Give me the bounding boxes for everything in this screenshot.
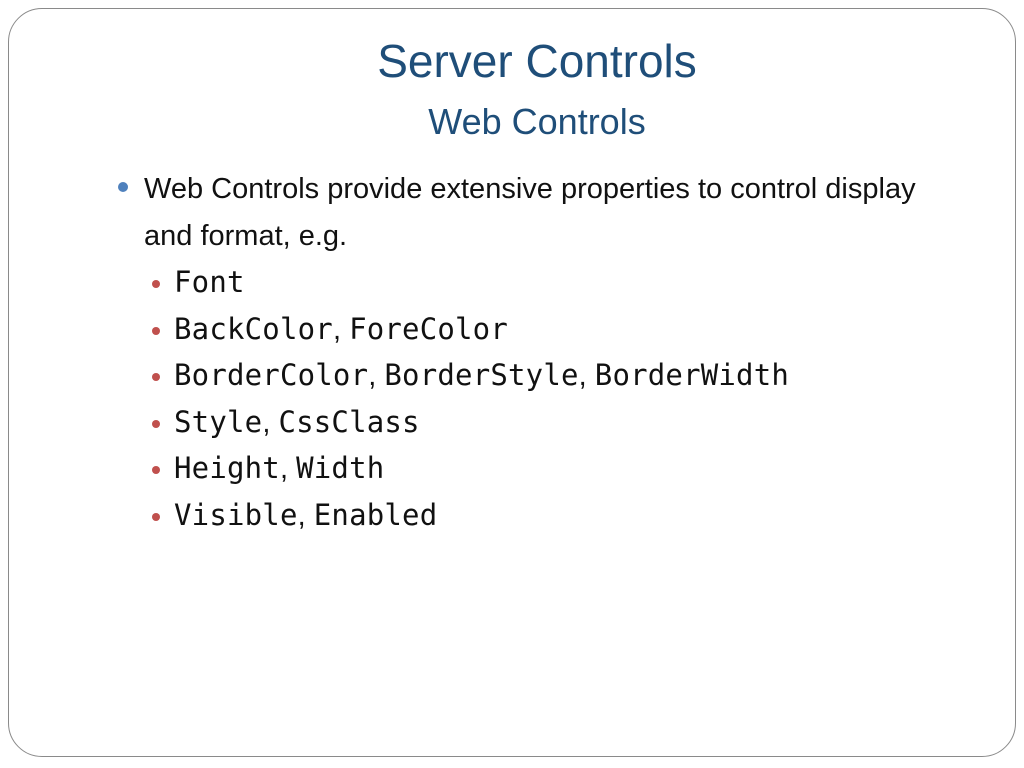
property-list-item: Height, Width [152,445,952,492]
property-list-item-content: Font [174,259,245,311]
property-name: ForeColor [349,311,508,346]
property-list-item: Font [152,259,952,306]
property-name: BorderColor [174,358,369,393]
sub-bullet-dot-icon [152,512,160,521]
slide-title: Server Controls [377,35,697,87]
property-list-item: Visible, Enabled [152,492,952,539]
property-list-item: BackColor, ForeColor [152,306,952,353]
sub-bullet-dot-icon [152,373,160,382]
property-name: BorderStyle [384,358,579,393]
property-name: Visible [174,497,298,532]
property-name: Width [296,451,385,486]
sub-bullet-dot-icon [152,280,160,288]
property-separator: , [332,313,350,346]
property-list-item-content: Style, CssClass [174,399,420,451]
property-list-item-content: Height, Width [174,445,384,497]
property-separator: , [578,360,595,393]
property-separator: , [279,453,297,486]
main-bullet-text: Web Controls provide extensive propertie… [144,173,916,252]
property-list-item: Style, CssClass [152,399,952,446]
sub-bullet-dot-icon [152,466,160,475]
property-name: Enabled [313,497,438,532]
property-name: BackColor [174,311,333,346]
slide-subtitle: Web Controls [428,101,646,142]
property-separator: , [262,406,279,439]
property-list-item-content: BackColor, ForeColor [174,306,508,358]
property-name: CssClass [278,404,420,439]
property-list-item-content: Visible, Enabled [174,492,437,544]
property-name: Height [174,451,280,486]
property-separator: , [297,499,314,532]
property-name: Font [174,265,245,299]
bullet-dot-icon [118,182,128,192]
sub-bullet-dot-icon [152,326,160,335]
property-separator: , [368,360,385,393]
property-name: Style [174,404,263,439]
slide-frame [8,8,1016,757]
property-list-item: BorderColor, BorderStyle, BorderWidth [152,352,952,399]
property-list-item-content: BorderColor, BorderStyle, BorderWidth [174,352,789,404]
sub-bullet-dot-icon [152,419,160,428]
property-name: BorderWidth [594,358,790,393]
